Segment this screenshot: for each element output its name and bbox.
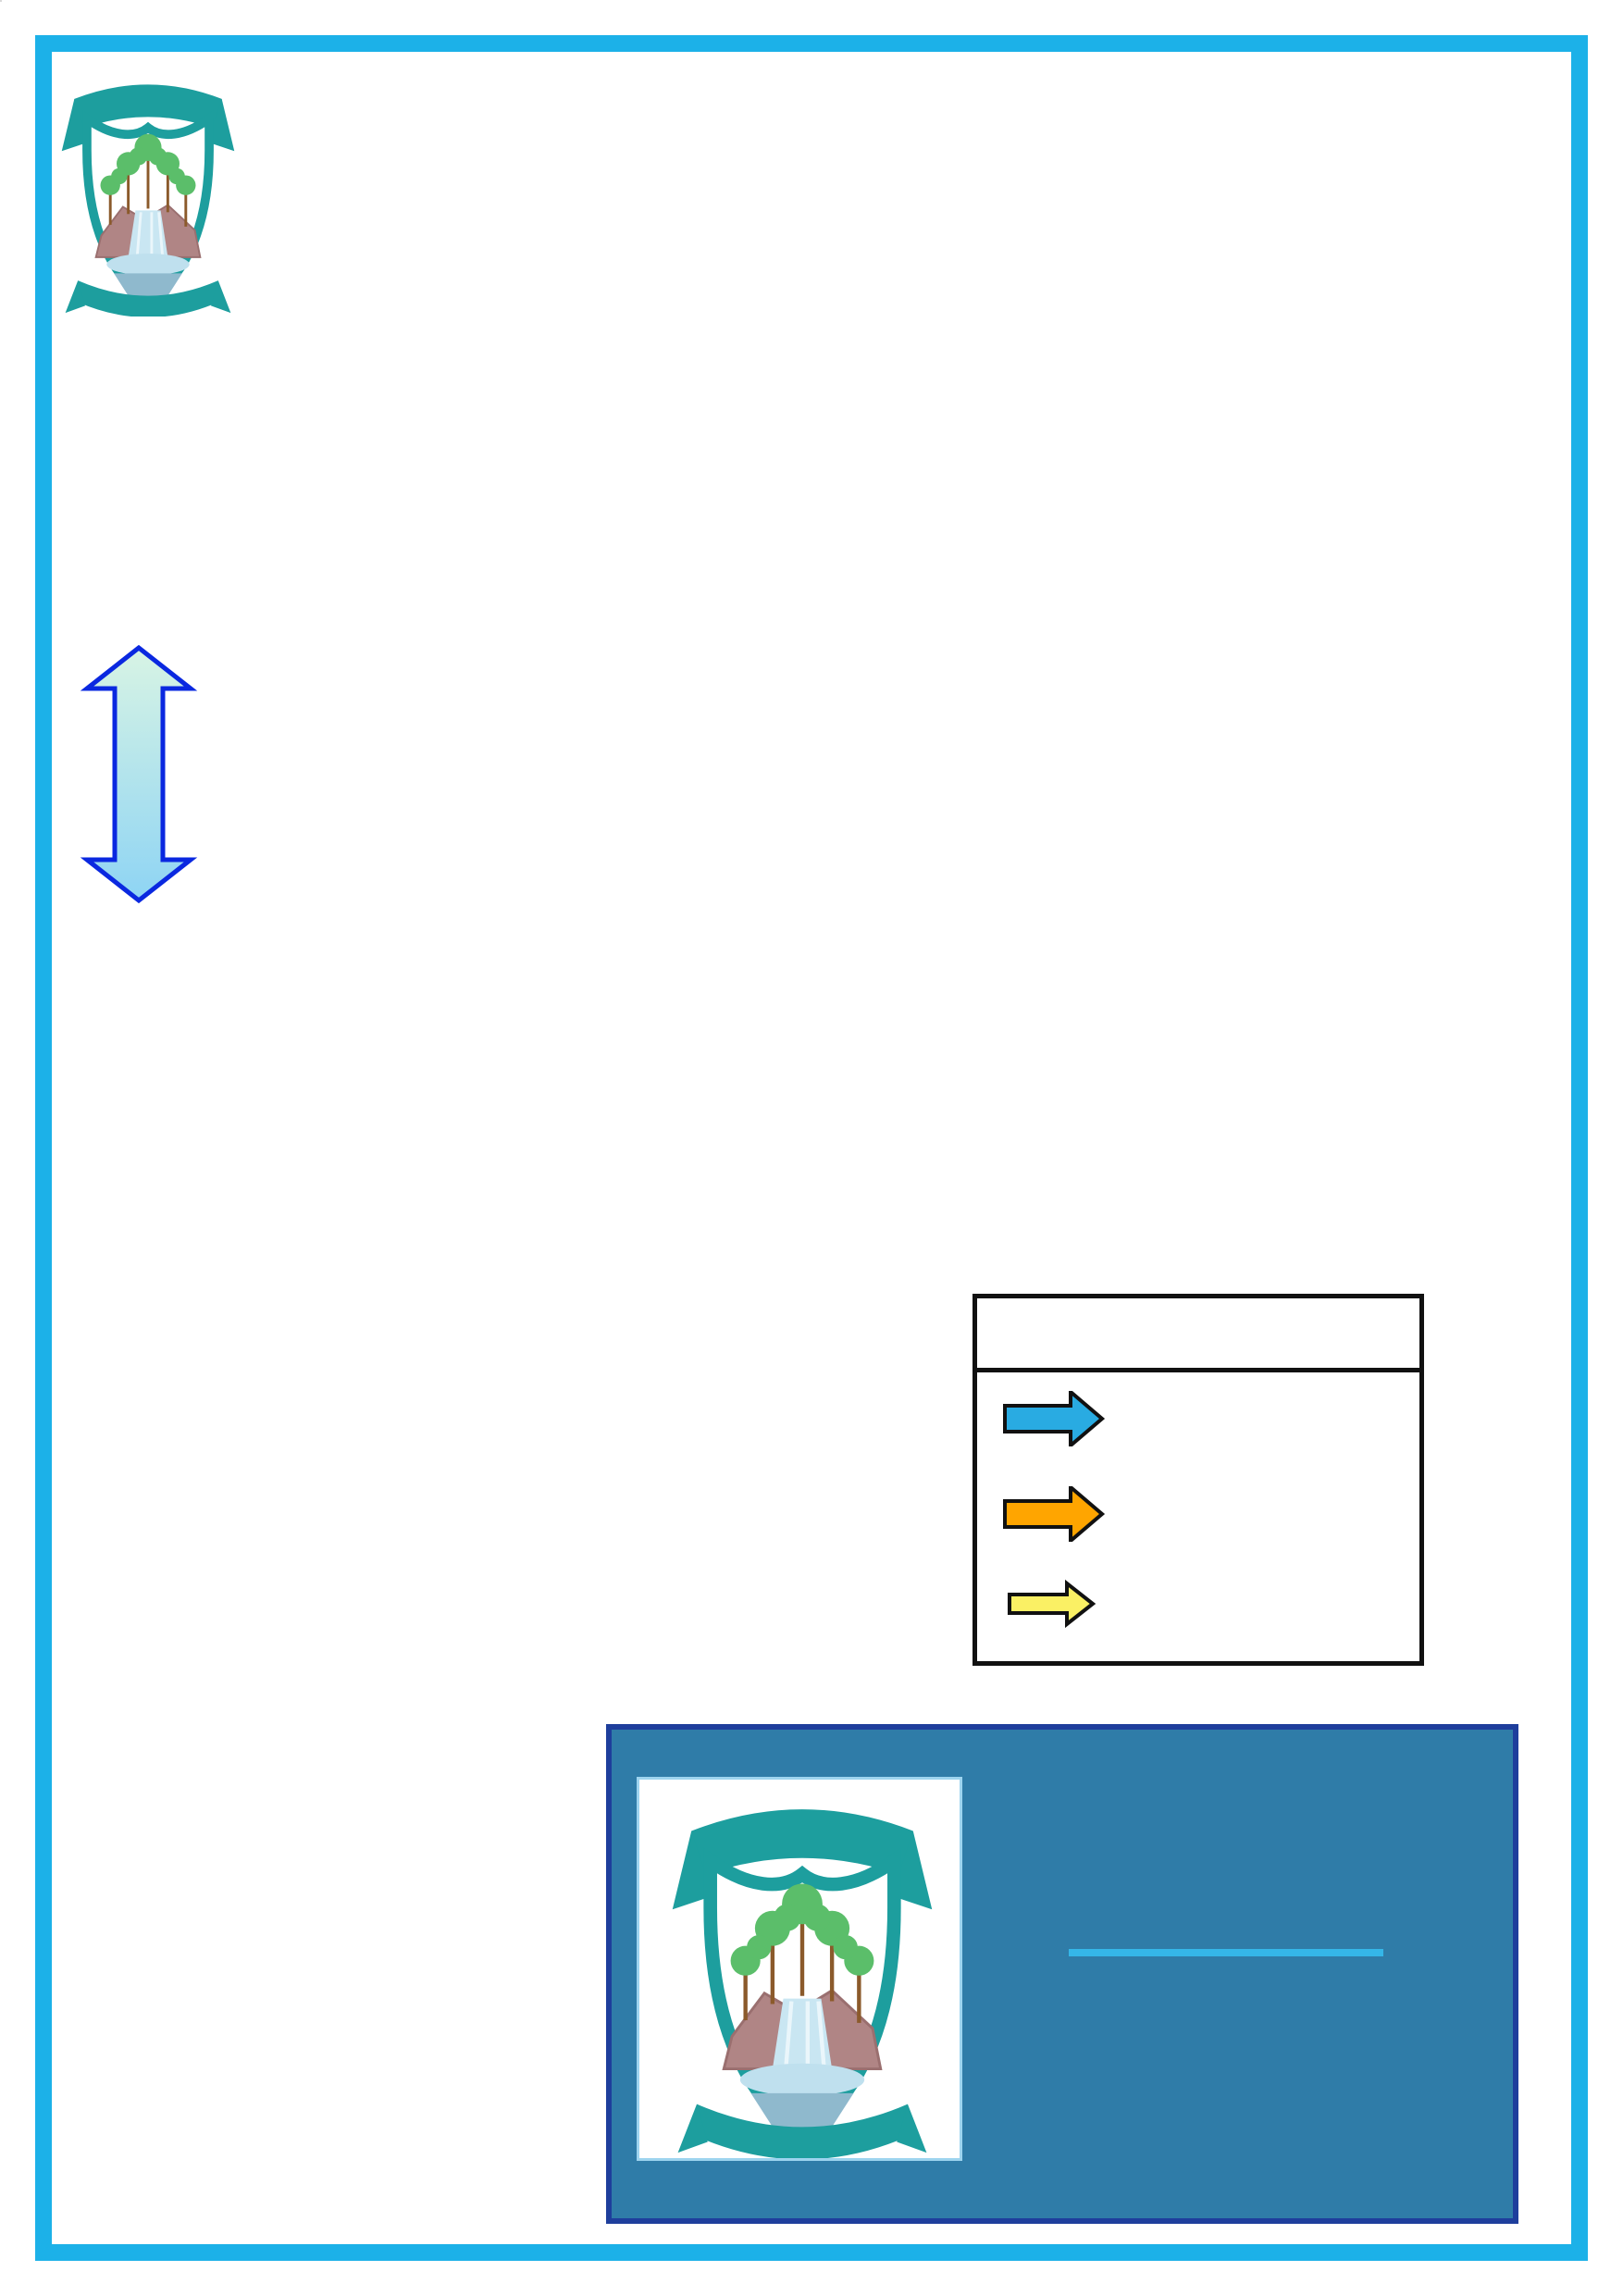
one-way-arrow-icon — [1008, 1579, 1096, 1629]
key-row-exit — [996, 1386, 1403, 1451]
exit-door-arrow-icon — [1003, 1391, 1106, 1446]
school-crest-footer — [639, 1780, 965, 2158]
key-panel — [973, 1294, 1424, 1666]
page-border-frame — [35, 35, 1588, 2261]
key-row-one-way — [996, 1571, 1403, 1636]
entrance-door-arrow-icon — [1003, 1486, 1106, 1542]
exit-only-vertical-arrow — [80, 644, 198, 904]
school-crest — [57, 65, 239, 316]
key-title — [977, 1298, 1419, 1372]
plan-page-outline — [0, 0, 2, 2]
footer-divider — [1069, 1949, 1383, 1956]
footer-crest-card — [637, 1777, 962, 2161]
key-row-entrance — [996, 1482, 1403, 1546]
